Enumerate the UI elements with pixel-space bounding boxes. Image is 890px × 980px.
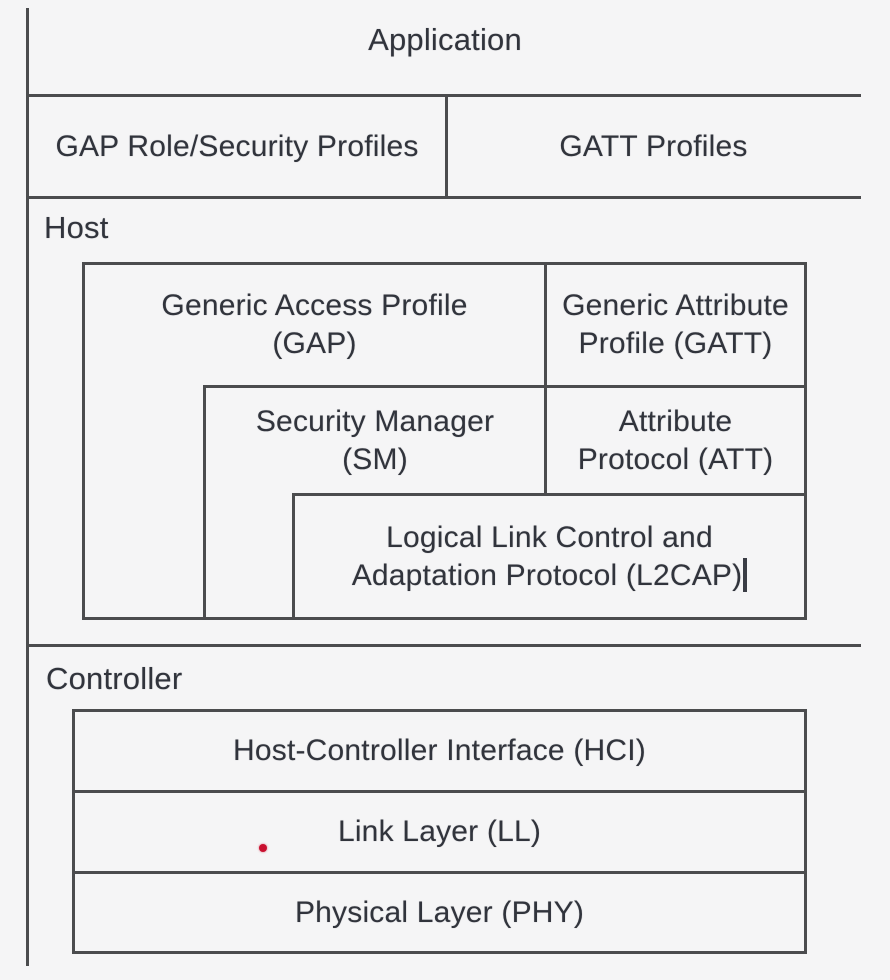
profiles-row-divider-line (445, 94, 448, 199)
controller-stack-box (72, 709, 807, 954)
l2cap-box: Logical Link Control and Adaptation Prot… (295, 496, 804, 617)
link-layer-label: Link Layer (LL) (337, 815, 542, 848)
sm-box: Security Manager (SM) (206, 388, 544, 493)
phy-box: Physical Layer (PHY) (75, 874, 804, 951)
red-pointer-dot (259, 844, 267, 852)
sm-left-border-line (203, 385, 206, 620)
profiles-row-top-line (26, 94, 861, 97)
phy-label: Physical Layer (PHY) (294, 895, 585, 929)
l2cap-label-line2: Adaptation Protocol (L2CAP) (352, 557, 748, 595)
gap-label-line2: (GAP) (272, 327, 357, 360)
profiles-row-bottom-line (26, 196, 861, 199)
sm-label-line1: Security Manager (255, 404, 495, 438)
gap-label-line1: Generic Access Profile (161, 289, 468, 322)
text-cursor (743, 557, 748, 592)
host-controller-separator-line (26, 644, 861, 647)
att-label-line1: Attribute (618, 404, 733, 438)
gap-role-security-profiles-box: GAP Role/Security Profiles (29, 97, 445, 196)
att-label-line2: Protocol (ATT) (577, 442, 774, 476)
hci-label: Host-Controller Interface (HCI) (233, 734, 646, 767)
gap-box: Generic Access Profile (GAP) (85, 265, 544, 385)
att-box: Attribute Protocol (ATT) (547, 388, 804, 493)
diagram-left-border-line (26, 8, 29, 966)
hci-ll-divider-line (75, 790, 804, 793)
sm-l2cap-divider-line (292, 493, 807, 496)
gap-sm-divider-line (203, 385, 807, 388)
gatt-profiles-box: GATT Profiles (448, 97, 859, 196)
ll-phy-divider-line (75, 871, 804, 874)
application-layer-label: Application (368, 22, 522, 57)
link-layer-box: Link Layer (LL) (75, 793, 804, 871)
gap-role-security-profiles-label: GAP Role/Security Profiles (55, 129, 419, 163)
hci-box: Host-Controller Interface (HCI) (75, 712, 804, 790)
l2cap-left-border-line (292, 493, 295, 620)
gatt-label-line2: Profile (GATT) (578, 327, 773, 360)
host-outer-box (82, 262, 807, 620)
gatt-profiles-label: GATT Profiles (559, 129, 748, 163)
sm-label-line2: (SM) (342, 442, 408, 476)
host-column-divider-line (544, 262, 547, 496)
gatt-box: Generic Attribute Profile (GATT) (547, 265, 804, 385)
host-section-label: Host (44, 210, 109, 245)
gatt-label-line1: Generic Attribute (562, 289, 789, 322)
l2cap-label-line1: Logical Link Control and (386, 520, 713, 554)
controller-section-label: Controller (46, 661, 183, 696)
l2cap-label-line2-text: Adaptation Protocol (L2CAP) (351, 558, 743, 592)
